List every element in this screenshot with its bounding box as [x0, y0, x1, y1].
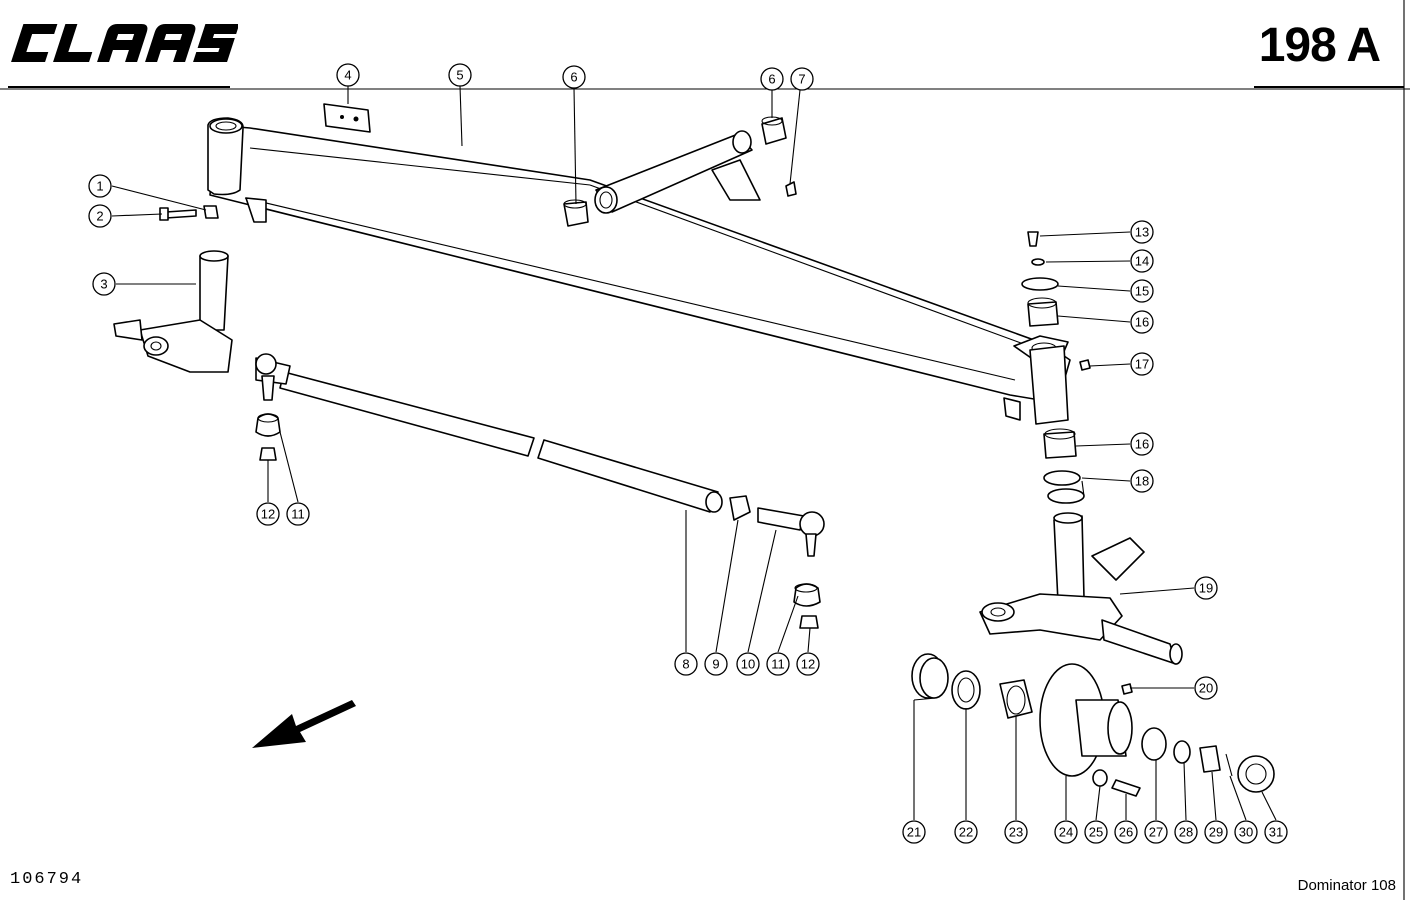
- svg-text:5: 5: [456, 68, 463, 83]
- callout-11: 11: [286, 502, 310, 526]
- callout-16: 16: [1130, 310, 1154, 334]
- callout-13: 13: [1130, 220, 1154, 244]
- svg-text:28: 28: [1179, 825, 1193, 840]
- svg-text:23: 23: [1009, 825, 1023, 840]
- callout-27: 27: [1144, 820, 1168, 844]
- plate: [323, 103, 371, 133]
- claas-logo: [11, 24, 238, 62]
- king-pin-hardware: [1021, 231, 1091, 504]
- model-name: Dominator 108: [1297, 877, 1396, 894]
- svg-text:16: 16: [1135, 437, 1149, 452]
- svg-text:1: 1: [96, 179, 103, 194]
- svg-text:30: 30: [1239, 825, 1253, 840]
- callout-31: 31: [1264, 820, 1288, 844]
- right-steering-knuckle: [979, 512, 1183, 665]
- direction-arrow-icon: [252, 700, 356, 748]
- bushing: [563, 199, 589, 227]
- bushing: [761, 116, 787, 145]
- svg-text:6: 6: [570, 70, 577, 85]
- callout-19: 19: [1194, 576, 1218, 600]
- svg-text:18: 18: [1135, 474, 1149, 489]
- svg-text:15: 15: [1135, 284, 1149, 299]
- svg-text:4: 4: [344, 68, 351, 83]
- callout-24: 24: [1054, 820, 1078, 844]
- svg-text:3: 3: [100, 277, 107, 292]
- tie-rod: [279, 371, 723, 513]
- callout-4: 4: [336, 63, 360, 87]
- lock-nut: [729, 495, 751, 521]
- svg-text:25: 25: [1089, 825, 1103, 840]
- svg-text:19: 19: [1199, 581, 1213, 596]
- callout-23: 23: [1004, 820, 1028, 844]
- page-code-underline: [1254, 86, 1404, 88]
- callout-28: 28: [1174, 820, 1198, 844]
- callout-2: 2: [88, 204, 112, 228]
- callout-22: 22: [954, 820, 978, 844]
- callout-14: 14: [1130, 249, 1154, 273]
- callout-6: 6: [760, 67, 784, 91]
- bolt-and-nut: [159, 205, 219, 221]
- callout-11: 11: [766, 652, 790, 676]
- svg-text:21: 21: [907, 825, 921, 840]
- callout-26: 26: [1114, 820, 1138, 844]
- wheel-hub-assembly: [911, 653, 1275, 797]
- svg-text:31: 31: [1269, 825, 1283, 840]
- callout-12: 12: [796, 652, 820, 676]
- callout-9: 9: [704, 652, 728, 676]
- callout-29: 29: [1204, 820, 1228, 844]
- pivot-tube: [594, 130, 761, 214]
- svg-text:12: 12: [801, 657, 815, 672]
- callout-12: 12: [256, 502, 280, 526]
- drawing-number: 106794: [10, 870, 84, 889]
- boot-and-nut: [793, 583, 821, 629]
- left-steering-knuckle: [113, 250, 233, 373]
- callout-6: 6: [562, 65, 586, 89]
- ball-joint: [757, 507, 825, 557]
- logo-underline: [8, 86, 230, 88]
- svg-text:26: 26: [1119, 825, 1133, 840]
- svg-text:6: 6: [768, 72, 775, 87]
- callout-5: 5: [448, 63, 472, 87]
- svg-text:16: 16: [1135, 315, 1149, 330]
- svg-text:11: 11: [291, 507, 305, 522]
- page-code: 198 A: [1258, 19, 1381, 72]
- callout-1: 1: [88, 174, 112, 198]
- callout-3: 3: [92, 272, 116, 296]
- svg-text:27: 27: [1149, 825, 1163, 840]
- callout-21: 21: [902, 820, 926, 844]
- callout-8: 8: [674, 652, 698, 676]
- svg-text:13: 13: [1135, 225, 1149, 240]
- boot-and-nut: [255, 413, 281, 461]
- svg-text:11: 11: [771, 657, 785, 672]
- grease-nipple: [785, 181, 797, 197]
- svg-text:8: 8: [682, 657, 689, 672]
- ball-joint: [255, 353, 291, 401]
- callout-15: 15: [1130, 279, 1154, 303]
- svg-text:12: 12: [261, 507, 275, 522]
- callout-17: 17: [1130, 352, 1154, 376]
- callout-10: 10: [736, 652, 760, 676]
- svg-text:14: 14: [1135, 254, 1149, 269]
- svg-text:29: 29: [1209, 825, 1223, 840]
- callout-20: 20: [1194, 676, 1218, 700]
- svg-text:24: 24: [1059, 825, 1073, 840]
- callout-16: 16: [1130, 432, 1154, 456]
- callout-18: 18: [1130, 469, 1154, 493]
- svg-text:7: 7: [798, 72, 805, 87]
- callout-30: 30: [1234, 820, 1258, 844]
- svg-text:20: 20: [1199, 681, 1213, 696]
- callout-25: 25: [1084, 820, 1108, 844]
- callout-7: 7: [790, 67, 814, 91]
- svg-text:10: 10: [741, 657, 755, 672]
- svg-text:9: 9: [712, 657, 719, 672]
- svg-text:17: 17: [1135, 357, 1149, 372]
- axle-beam: [207, 117, 1071, 421]
- svg-text:2: 2: [96, 209, 103, 224]
- leader-lines: [111, 85, 1277, 821]
- svg-text:22: 22: [959, 825, 973, 840]
